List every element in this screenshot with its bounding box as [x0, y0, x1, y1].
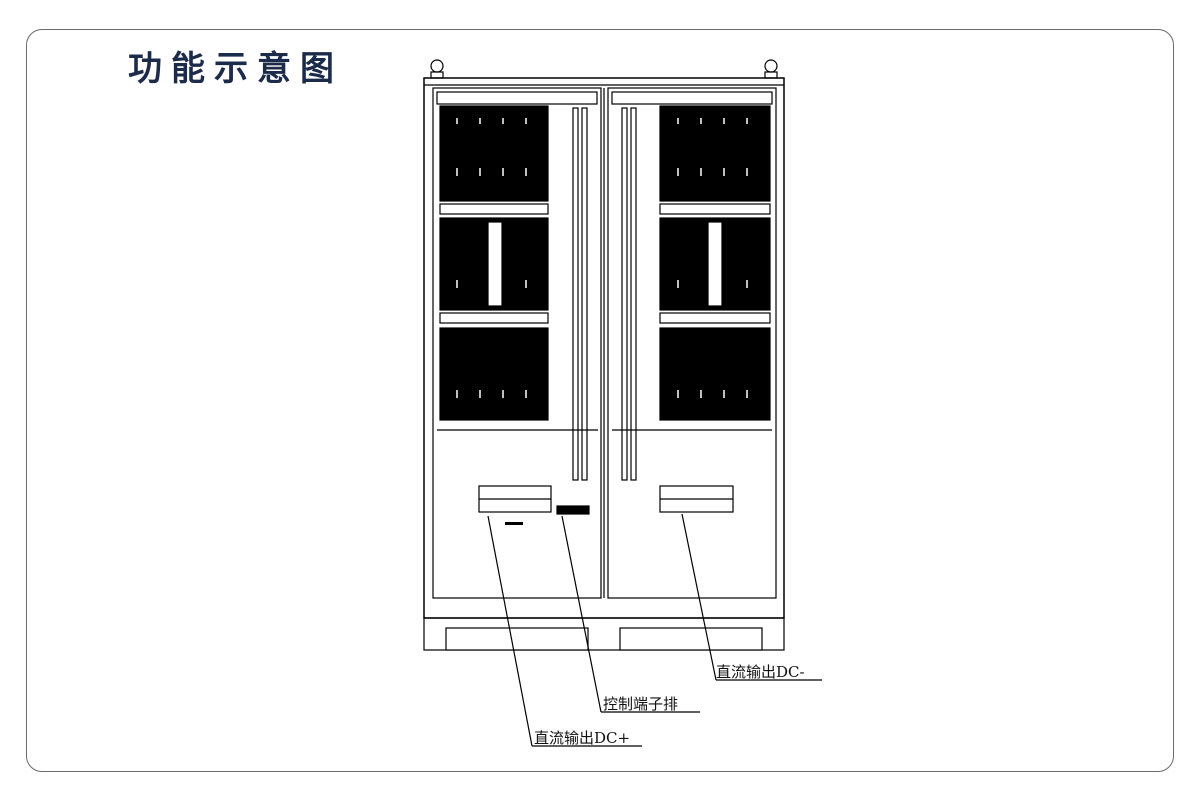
top-strip-right [611, 91, 773, 105]
label-dc-plus: 直流输出DC+ [534, 729, 630, 747]
cabinet-base [423, 617, 785, 651]
page-title: 功能示意图 [128, 49, 343, 89]
control-terminal-block [556, 505, 590, 515]
top-strip-left [436, 91, 598, 105]
leader-dc-minus [681, 513, 717, 681]
lifting-eye-left [430, 59, 444, 79]
leader-control-terminal [561, 515, 602, 713]
modules-left [439, 105, 549, 421]
label-control-terminal: 控制端子排 [603, 695, 678, 713]
leader-dc-plus [487, 515, 533, 747]
slide-frame [26, 29, 1174, 772]
lifting-eye-right [764, 59, 778, 79]
label-dc-minus: 直流输出DC- [716, 663, 805, 681]
